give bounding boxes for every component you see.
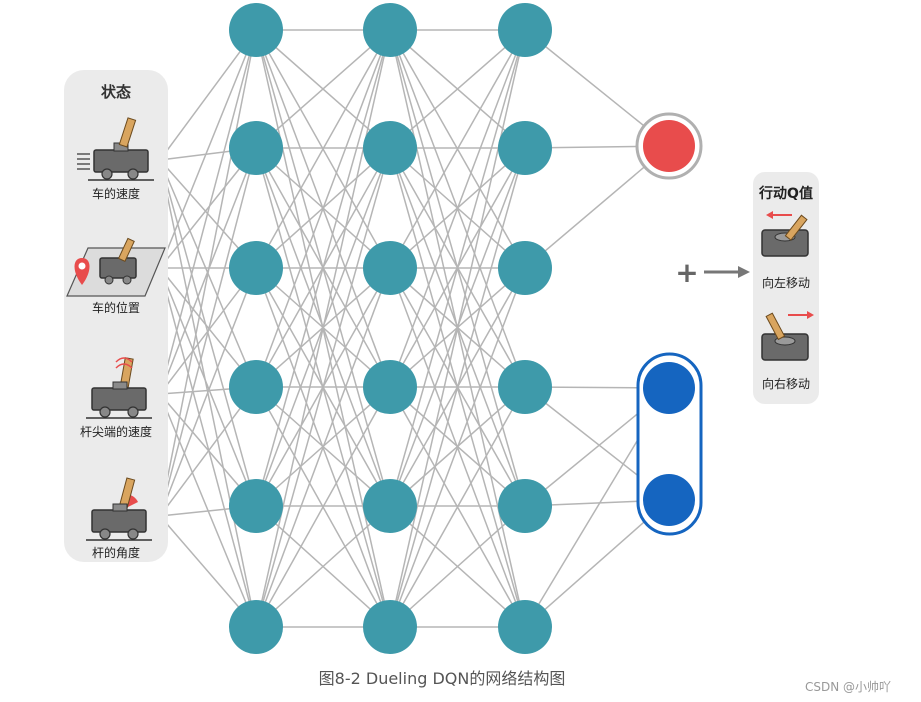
pole-tip-speed-icon [86, 357, 152, 419]
cart-move-right-icon [761, 311, 814, 361]
network-edge [255, 267, 391, 628]
figure-caption: 图8-2 Dueling DQN的网络结构图 [319, 669, 566, 688]
network-edge [389, 267, 526, 628]
advantage-stream [636, 352, 703, 536]
hidden-node [229, 3, 283, 57]
state-panel-title: 状态 [101, 83, 131, 101]
network-edge [389, 29, 526, 507]
network-edge [159, 267, 257, 517]
network-edge [159, 147, 257, 517]
state-item-label: 车的速度 [92, 186, 140, 201]
hidden-node [229, 360, 283, 414]
state-item-label: 杆的角度 [92, 545, 140, 560]
watermark: CSDN @小帅吖 [805, 680, 891, 694]
hidden-node [229, 479, 283, 533]
value-stream-node [635, 112, 703, 180]
hidden-node [229, 600, 283, 654]
cart-position-icon [66, 237, 166, 297]
state-item-label: 杆尖端的速度 [80, 424, 152, 439]
network-edge [255, 29, 391, 149]
hidden-node [498, 3, 552, 57]
advantage-node [643, 362, 695, 414]
state-panel-background [64, 70, 168, 562]
output-item-label: 向左移动 [762, 275, 810, 290]
network-edges [159, 29, 670, 628]
state-item-label: 车的位置 [92, 300, 140, 315]
advantage-node [643, 474, 695, 526]
network-edge [255, 505, 391, 628]
network-edge [255, 147, 391, 628]
network-edge [159, 267, 257, 507]
network-edge [159, 267, 257, 628]
combine-plus-symbol: + [675, 256, 698, 289]
network-edge [255, 29, 391, 507]
cart-speed-icon [77, 117, 154, 181]
hidden-node [229, 121, 283, 175]
network-edge [159, 29, 257, 269]
hidden-node [498, 121, 552, 175]
network-edge [389, 29, 526, 388]
hidden-node [363, 600, 417, 654]
network-edge [255, 386, 391, 628]
pole-angle-icon [86, 477, 152, 541]
hidden-node [498, 360, 552, 414]
network-edge [159, 29, 257, 517]
hidden-layer-nodes [229, 3, 552, 654]
hidden-node [363, 479, 417, 533]
hidden-node [498, 600, 552, 654]
network-edge [389, 386, 526, 628]
network-edge [389, 505, 526, 628]
network-edge [389, 29, 526, 149]
network-edge [159, 29, 257, 395]
output-item-label: 向右移动 [762, 376, 810, 391]
cart-move-left-icon [761, 211, 809, 257]
network-edge [255, 29, 391, 269]
network-edge [389, 147, 526, 628]
network-edge [389, 29, 526, 628]
hidden-node [229, 241, 283, 295]
hidden-node [498, 479, 552, 533]
output-panel: 行动Q值 向左移动 向右移动 [753, 172, 819, 404]
state-panel: 状态 车的速度 车的位置 [64, 70, 168, 562]
hidden-node [498, 241, 552, 295]
combine-arrow-icon [704, 266, 750, 278]
hidden-node [363, 121, 417, 175]
output-panel-title: 行动Q值 [758, 185, 813, 202]
network-edge [255, 29, 391, 388]
hidden-node [363, 241, 417, 295]
hidden-node [363, 360, 417, 414]
network-edge [389, 29, 526, 269]
network-edge [255, 29, 391, 628]
hidden-node [363, 3, 417, 57]
